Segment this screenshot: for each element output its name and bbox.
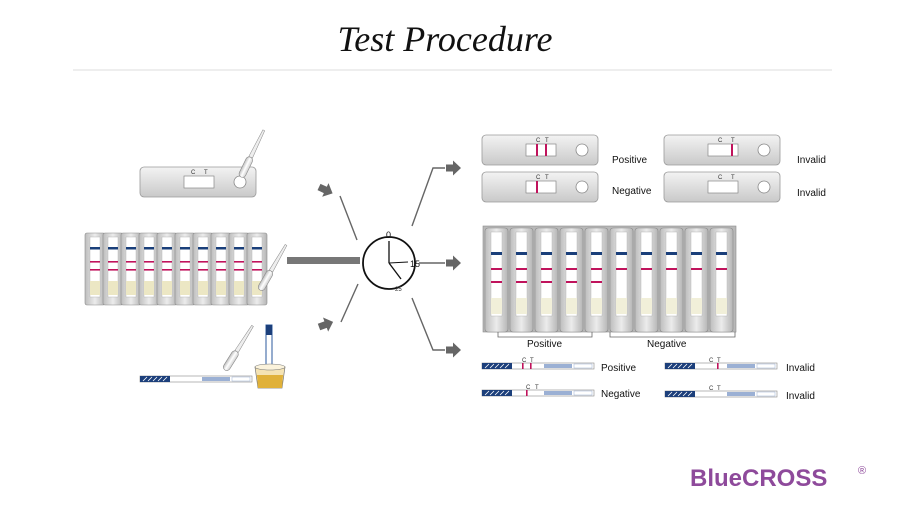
connector-bar xyxy=(287,257,360,264)
label-negative: Negative xyxy=(601,389,641,400)
arrow-icon xyxy=(316,314,336,335)
step-dip-card xyxy=(84,232,290,306)
svg-text:T: T xyxy=(717,386,721,392)
svg-text:0: 0 xyxy=(386,230,391,240)
test-strip xyxy=(139,375,253,383)
label-invalid: Invalid xyxy=(797,188,826,199)
label-invalid: Invalid xyxy=(786,391,815,402)
svg-text:C: C xyxy=(536,175,541,181)
label-invalid: Invalid xyxy=(786,363,815,374)
svg-text:T: T xyxy=(717,358,721,364)
connector-line xyxy=(339,195,358,241)
label-negative: Negative xyxy=(612,186,652,197)
svg-text:T: T xyxy=(530,358,534,364)
strip-result-invalid: C T xyxy=(664,358,778,370)
svg-text:C: C xyxy=(709,358,714,364)
svg-text:T: T xyxy=(731,138,735,144)
label-positive: Positive xyxy=(612,155,647,166)
step-strip xyxy=(139,323,286,389)
svg-text:T: T xyxy=(535,385,539,391)
label-invalid: Invalid xyxy=(797,155,826,166)
label-positive: Positive xyxy=(601,363,636,374)
svg-text:15: 15 xyxy=(410,259,420,269)
urine-cup-icon xyxy=(254,324,286,389)
strip-result-positive: C T xyxy=(481,358,595,370)
panel-result xyxy=(482,225,737,338)
svg-text:T: T xyxy=(545,175,549,181)
step-cassette: C T xyxy=(139,128,268,198)
svg-text:C: C xyxy=(718,138,723,144)
svg-text:C: C xyxy=(522,358,527,364)
svg-text:25: 25 xyxy=(395,287,402,293)
arrow-icon xyxy=(446,255,461,271)
svg-text:C: C xyxy=(536,138,541,144)
strip-result-negative: C T xyxy=(481,385,595,397)
strip-result-invalid: C T xyxy=(664,386,778,398)
svg-text:C: C xyxy=(191,170,196,176)
cassette-result-invalid: C T xyxy=(663,171,781,203)
arrow-icon xyxy=(446,160,461,176)
label-positive: Positive xyxy=(527,339,562,350)
svg-text:T: T xyxy=(545,138,549,144)
svg-text:C: C xyxy=(718,175,723,181)
cassette-result-invalid: C T xyxy=(663,134,781,166)
svg-text:C: C xyxy=(526,385,531,391)
connector-line xyxy=(340,283,359,323)
timer-clock-icon: 0 15 25 xyxy=(362,230,420,293)
svg-text:C: C xyxy=(709,386,714,392)
arrow-icon xyxy=(446,342,461,358)
arrow-icon xyxy=(315,180,336,201)
connector-line xyxy=(411,297,445,351)
brand-logo: BlueCROSS xyxy=(690,465,827,492)
dip-card-panel xyxy=(84,232,268,306)
connector-line xyxy=(411,167,445,227)
svg-text:T: T xyxy=(204,170,208,176)
cassette-result-negative: C T xyxy=(481,171,599,203)
cassette-result-positive: C T xyxy=(481,134,599,166)
label-negative: Negative xyxy=(647,339,687,350)
svg-text:T: T xyxy=(731,175,735,181)
registered-mark: ® xyxy=(858,465,866,477)
page-title: Test Procedure xyxy=(338,19,553,59)
pipette-icon xyxy=(221,323,256,373)
